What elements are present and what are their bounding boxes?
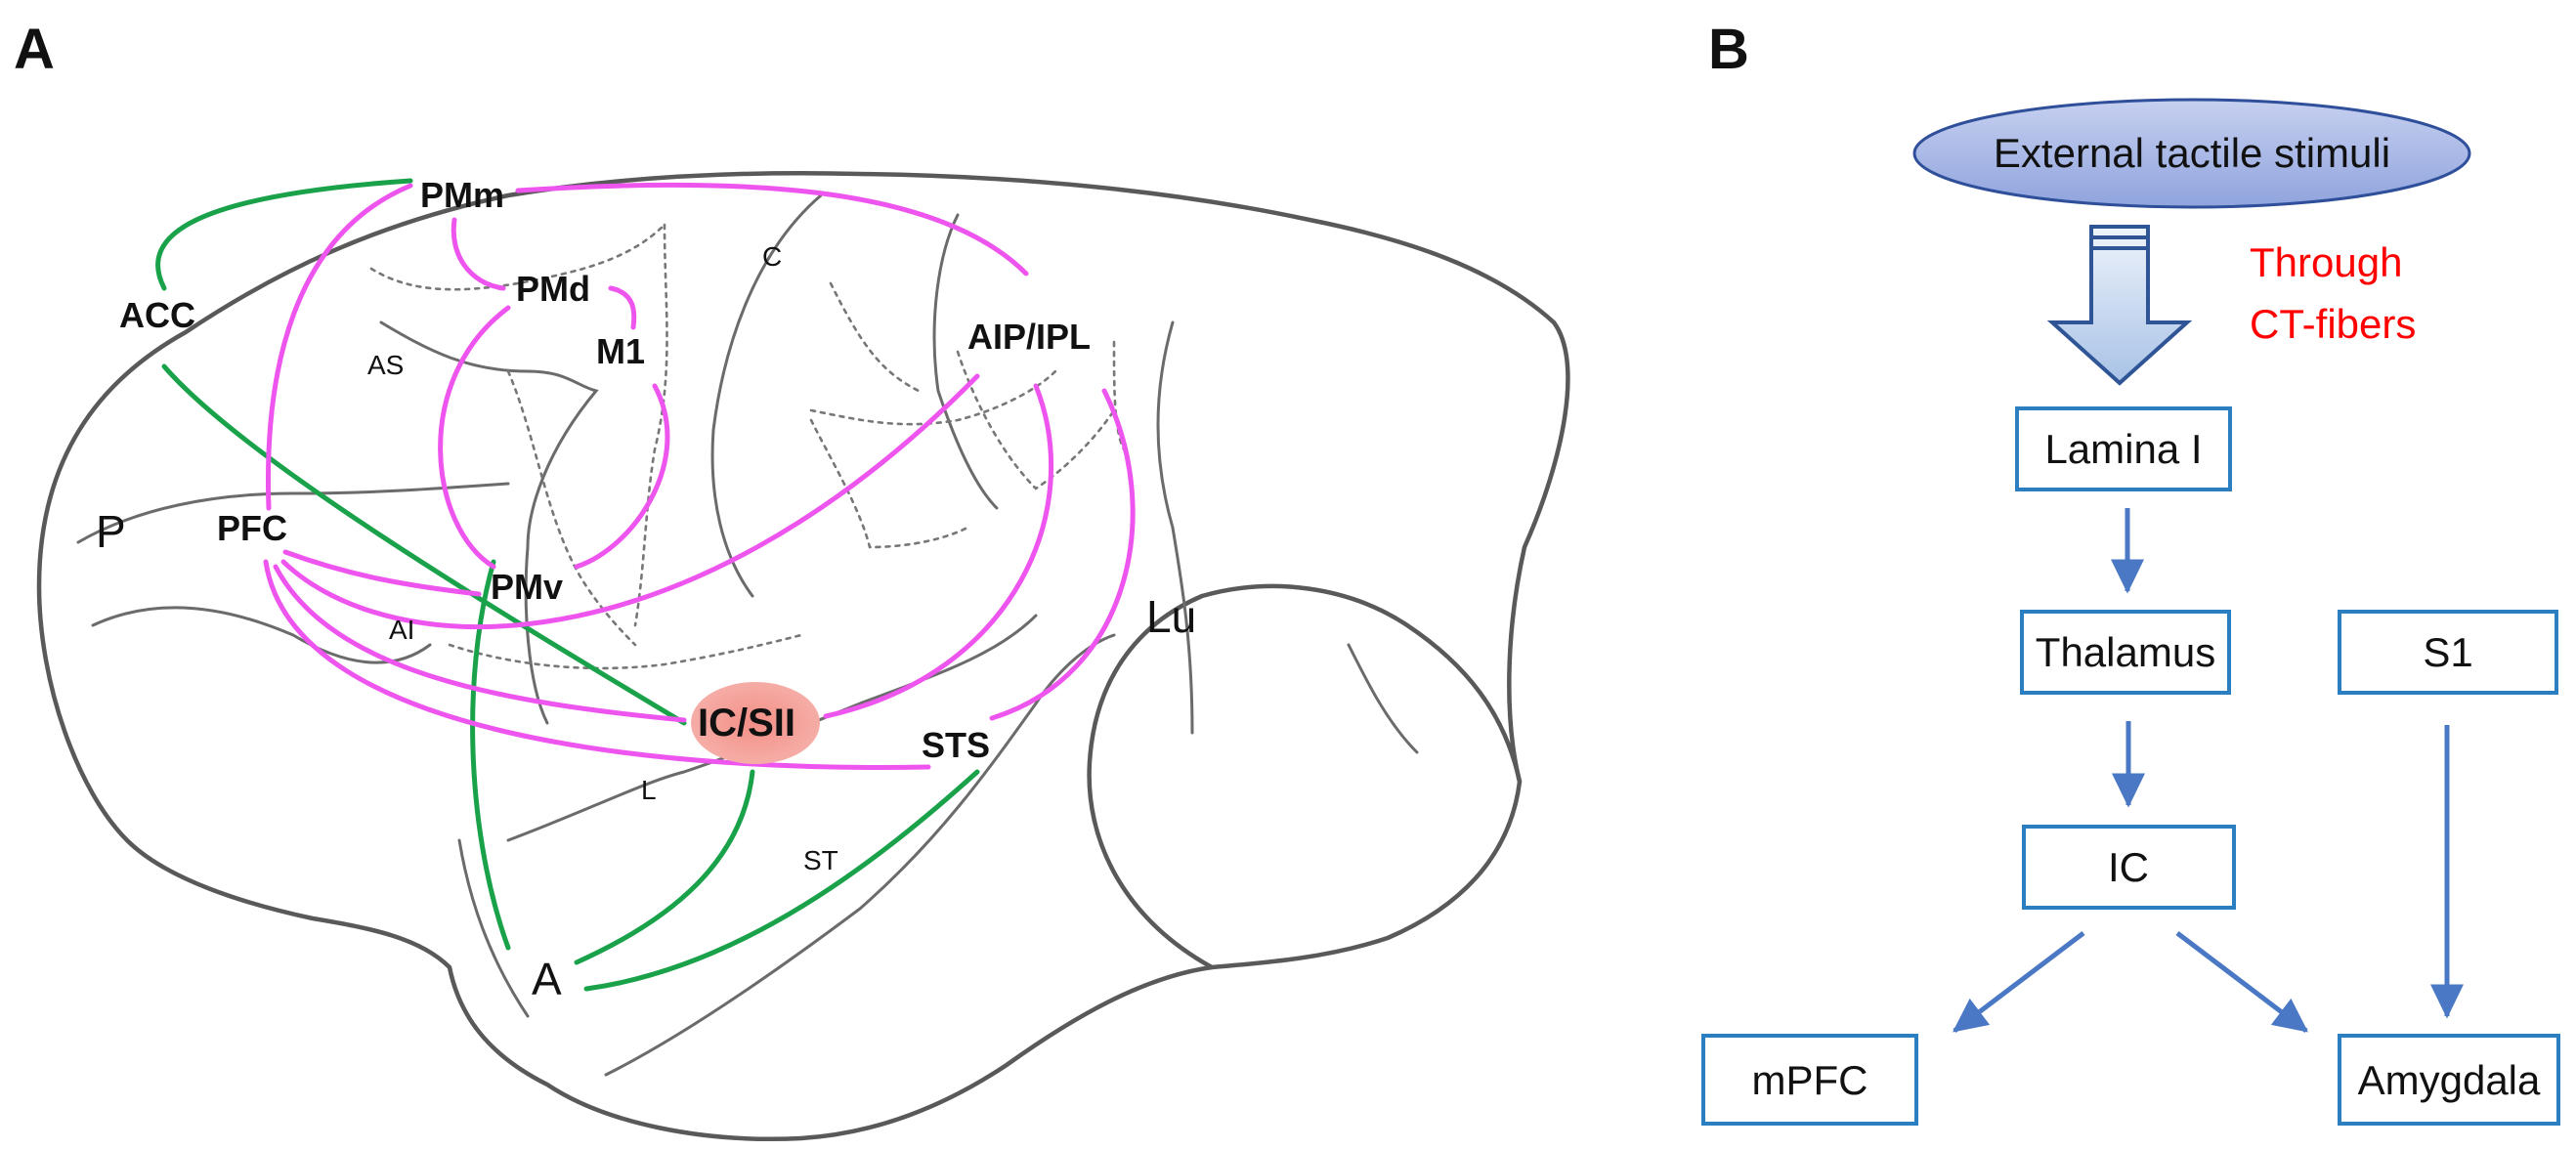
connection-m1-pmv [574, 383, 670, 570]
box-mpfc [1701, 1034, 1918, 1126]
label-as: AS [367, 350, 404, 380]
label-pfc: PFC [217, 508, 287, 548]
arrow-ic-amygdala [2175, 931, 2308, 1033]
arcuate-sulcus [379, 320, 599, 725]
cerebellum-outline [1087, 583, 1523, 970]
intraparietal-sulcus [932, 213, 999, 510]
ic-sii-highlight [691, 682, 820, 764]
connection-pfc-pmv [282, 549, 482, 597]
connection-pmm-pfc [266, 183, 413, 511]
connection-pmv-a [470, 559, 511, 951]
connection-aip-ic [823, 383, 1054, 719]
label-l: L [641, 775, 657, 805]
box-thalamus-label: Thalamus [2036, 629, 2215, 675]
through-label: Through [2250, 239, 2402, 285]
sulcus-labels: C AS P AI Lu L ST A [96, 241, 1196, 1004]
principal-sulcus [76, 482, 510, 544]
connection-pmd-pmv [438, 305, 511, 570]
box-s1 [2338, 610, 2558, 695]
temporal-pole-line [457, 838, 530, 1018]
dotted-boundary-4 [829, 281, 921, 393]
brain-outline [36, 170, 1570, 1141]
connection-pmm-aip [515, 182, 1029, 277]
region-labels: PMm ACC PMd M1 AIP/IPL PFC PMv IC/SII ST… [119, 175, 1091, 765]
connection-pmd-m1 [608, 285, 637, 330]
panel-a: A [14, 18, 1570, 1141]
dotted-boundary-9 [448, 633, 803, 670]
stimulus-label: External tactile stimuli [1994, 130, 2390, 176]
label-st: ST [803, 845, 838, 875]
arrow-ic-mpfc [1953, 931, 2085, 1033]
label-aip-ipl: AIP/IPL [967, 317, 1091, 357]
dotted-boundary-3 [506, 369, 637, 647]
stimulus-ellipse [1912, 98, 2471, 209]
label-c: C [762, 241, 782, 272]
ct-fibers-label: CT-fibers [2250, 301, 2416, 347]
dotted-boundary-6 [809, 418, 969, 549]
superior-temporal-sulcus [604, 633, 1116, 1077]
connection-pfc-ic [273, 564, 687, 723]
box-s1-label: S1 [2423, 629, 2472, 675]
label-lu: Lu [1146, 591, 1196, 642]
dotted-boundary-1 [369, 223, 666, 291]
box-lamina-label: Lamina I [2044, 426, 2202, 472]
lunate-sulcus [1156, 320, 1194, 735]
panel-b-label: B [1708, 18, 1749, 81]
connection-pfc-aip [280, 373, 980, 629]
brain-drawing [36, 170, 1570, 1141]
box-thalamus [2020, 610, 2231, 695]
panel-b: B External tactile stimuli Through CT-fi… [1701, 18, 2560, 1126]
label-sts: STS [922, 725, 990, 765]
label-pmd: PMd [516, 269, 590, 309]
panel-a-label: A [14, 18, 55, 81]
dotted-boundary-7 [956, 350, 1116, 490]
connection-pfc-sts [263, 559, 931, 770]
box-ic [2022, 825, 2236, 910]
dotted-boundary-8 [1112, 340, 1126, 451]
label-acc: ACC [119, 295, 195, 335]
connection-acc-pmm [155, 178, 413, 291]
connection-ic-a [574, 769, 755, 965]
label-ic-sii: IC/SII [698, 702, 795, 745]
connection-acc-ic [161, 363, 687, 726]
ct-fiber-arrow [2046, 225, 2193, 386]
label-a: A [532, 954, 562, 1004]
box-amygdala-label: Amygdala [2358, 1057, 2541, 1103]
box-lamina [2015, 406, 2232, 491]
box-amygdala [2338, 1034, 2560, 1126]
connection-pmm-pmd [451, 217, 506, 291]
box-ic-label: IC [2108, 844, 2149, 890]
dotted-boundary-5 [809, 369, 1057, 426]
connection-aip-sts [989, 388, 1136, 721]
label-pmv: PMv [491, 567, 563, 607]
label-m1: M1 [596, 331, 645, 371]
label-pmm: PMm [420, 175, 504, 215]
dotted-boundary-2 [633, 223, 668, 627]
label-p: P [96, 506, 126, 557]
connection-sts-a [583, 769, 980, 992]
central-sulcus [710, 193, 823, 598]
occipital-sulcus [1347, 643, 1419, 754]
box-mpfc-label: mPFC [1752, 1057, 1868, 1103]
label-ai: AI [389, 615, 414, 645]
connections [155, 178, 1136, 992]
